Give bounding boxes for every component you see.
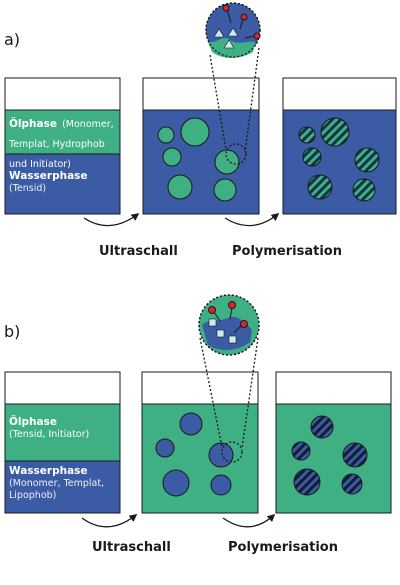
panel-a xyxy=(4,2,397,227)
beaker-a2 xyxy=(142,77,260,215)
polymer-particles xyxy=(291,415,368,496)
water-phase-title: Wasserphase xyxy=(9,465,88,477)
polymer-particles xyxy=(298,117,380,202)
emulsion-droplets xyxy=(157,117,240,202)
oil-phase-desc: (Tensid, Initiator) xyxy=(9,429,90,441)
oil-phase-layer xyxy=(4,403,121,462)
zoom-marker xyxy=(221,441,243,463)
water-phase-label-a: Wasserphase (Tensid) xyxy=(9,170,119,195)
beaker-b3 xyxy=(275,371,392,514)
zoom-marker xyxy=(225,143,247,165)
beaker-b1 xyxy=(4,371,121,514)
curved-arrow-icon xyxy=(81,513,276,528)
step-label-ultraschall-a: Ultraschall xyxy=(99,244,178,259)
panel-b xyxy=(4,294,392,528)
surfactant-icon xyxy=(222,4,261,40)
square-template-icon xyxy=(208,318,237,344)
water-phase-layer xyxy=(4,460,121,514)
oil-phase-label-b: Ölphase (Tensid, Initiator) xyxy=(9,416,119,441)
beaker-a3 xyxy=(282,77,397,215)
oil-phase-label-a: Ölphase (Monomer, Templat, Hydrophob und… xyxy=(9,112,119,172)
beaker-a1 xyxy=(4,77,121,215)
water-phase-title: Wasserphase xyxy=(9,170,88,182)
beaker-b2 xyxy=(141,371,259,514)
panel-label-b: b) xyxy=(4,322,21,341)
emulsion-droplets xyxy=(155,412,234,497)
oil-phase-title: Ölphase xyxy=(9,118,57,130)
zoom-droplet-b xyxy=(198,294,260,356)
step-label-ultraschall-b: Ultraschall xyxy=(92,540,171,555)
water-phase-desc: (Monomer, Templat, Lipophob) xyxy=(9,478,105,501)
oil-phase-desc: (Monomer, Templat, Hydrophob und Initiat… xyxy=(9,119,114,170)
water-phase-label-b: Wasserphase (Monomer, Templat, Lipophob) xyxy=(9,465,117,502)
water-phase-desc: (Tensid) xyxy=(9,183,47,195)
panel-label-a: a) xyxy=(4,30,21,49)
triangle-template-icon xyxy=(213,27,239,49)
oil-phase-title: Ölphase xyxy=(9,416,57,428)
oil-phase-layer xyxy=(4,109,121,155)
surfactant-icon xyxy=(208,301,248,334)
step-label-polymerisation-b: Polymerisation xyxy=(228,540,338,555)
step-label-polymerisation-a: Polymerisation xyxy=(232,244,342,259)
zoom-lines xyxy=(209,47,260,153)
zoom-lines xyxy=(199,337,259,449)
water-phase-layer xyxy=(4,153,121,215)
zoom-droplet-a xyxy=(205,2,261,58)
curved-arrow-icon xyxy=(83,213,280,227)
